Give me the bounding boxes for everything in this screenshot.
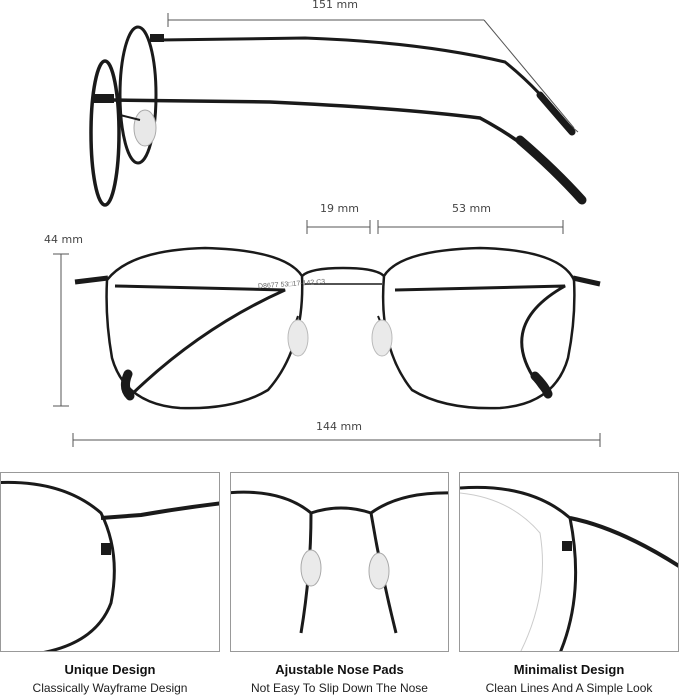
rim-closeup-image [460,485,678,651]
feature-title-1: Unique Design [64,662,156,677]
nose-pad-closeup-image [231,490,448,634]
feature-title-3: Minimalist Design [513,662,625,677]
feature-subtitle-2: Not Easy To Slip Down The Nose [251,681,428,695]
front-view-drawing [53,220,601,447]
nose-pads [287,315,393,357]
feature-panel-nose-pads [230,472,449,652]
lens-width-label: 53 mm [452,202,491,215]
feature-subtitle-1: Classically Wayframe Design [32,681,188,695]
side-view-drawing [89,13,587,207]
dimension-lines [53,220,601,447]
side-view: 151 mm [0,0,679,215]
frame-front [74,246,601,410]
temple-length-label: 151 mm [312,0,358,11]
feature-panel-unique-design [0,472,220,652]
feature-panel-minimalist [459,472,679,652]
bridge-width-label: 19 mm [320,202,359,215]
frame-width-label: 144 mm [316,420,362,433]
lens-height-label: 44 mm [44,233,83,246]
feature-subtitle-3: Clean Lines And A Simple Look [485,681,653,695]
feature-title-2: Ajustable Nose Pads [275,662,404,677]
front-view: 19 mm 53 mm 44 mm 144 mm D8677 53□17-142… [0,198,679,458]
temple-closeup-image [1,480,219,651]
